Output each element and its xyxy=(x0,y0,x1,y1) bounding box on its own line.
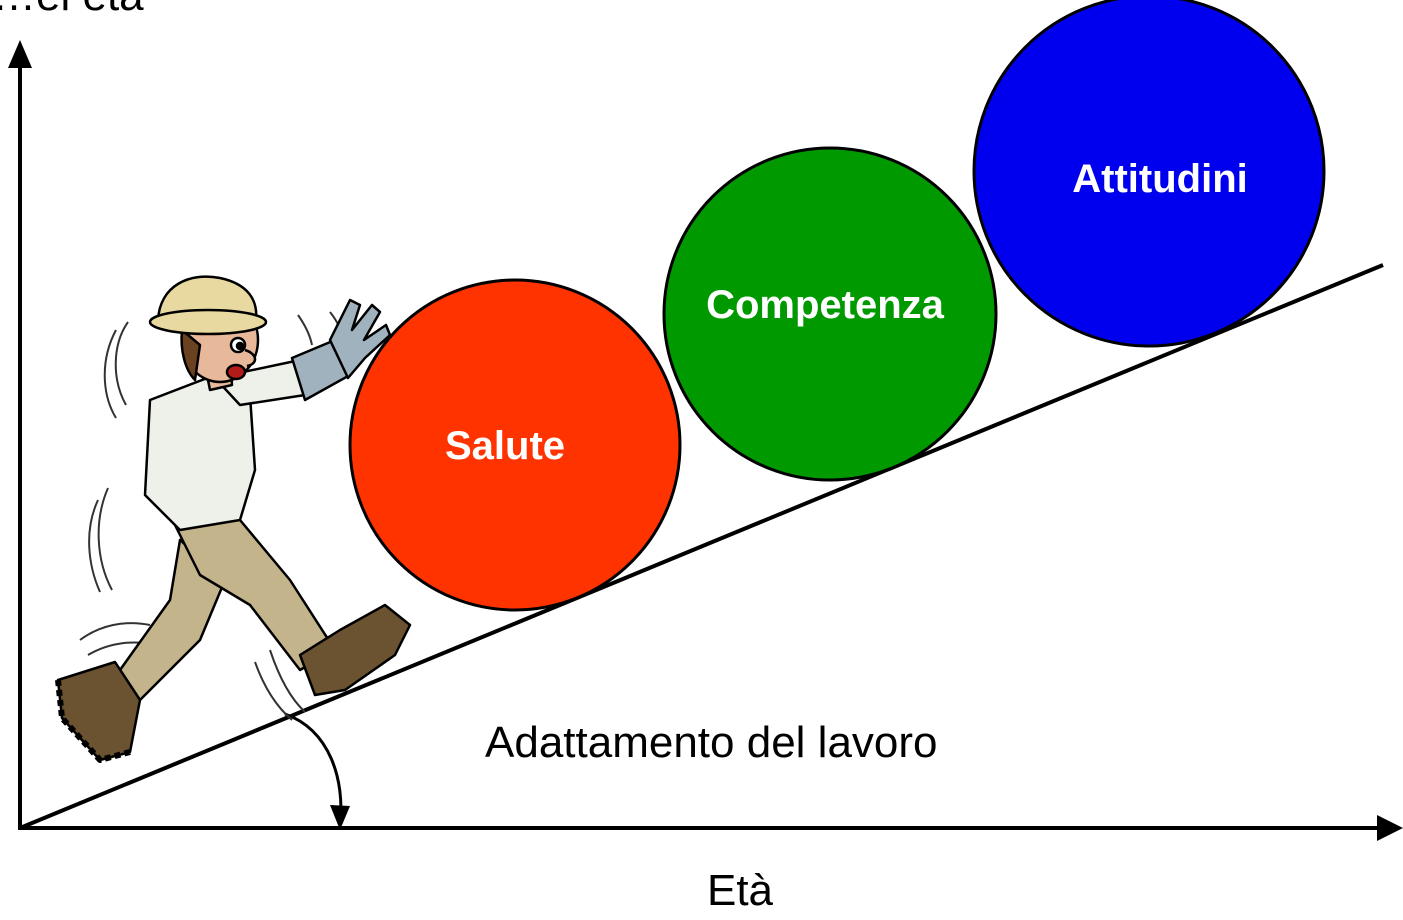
ball-attitudini-label: Attitudini xyxy=(1072,157,1248,201)
y-axis-arrowhead xyxy=(8,40,32,68)
ball-competenza: Competenza xyxy=(662,146,998,482)
y-axis-label: …el età xyxy=(0,0,144,20)
slope-line xyxy=(19,263,1384,830)
worker-figure-illustration xyxy=(55,275,412,763)
ball-attitudini: Attitudini xyxy=(972,0,1326,348)
slope-label: Adattamento del lavoro xyxy=(485,718,938,767)
ball-competenza-label: Competenza xyxy=(706,283,945,327)
x-axis-arrowhead xyxy=(1377,815,1403,841)
x-axis-label: Età xyxy=(707,866,774,915)
motion-lines xyxy=(79,311,346,721)
ball-salute: Salute xyxy=(348,278,682,612)
angle-arrowhead xyxy=(330,805,350,830)
ball-salute-label: Salute xyxy=(445,424,565,468)
